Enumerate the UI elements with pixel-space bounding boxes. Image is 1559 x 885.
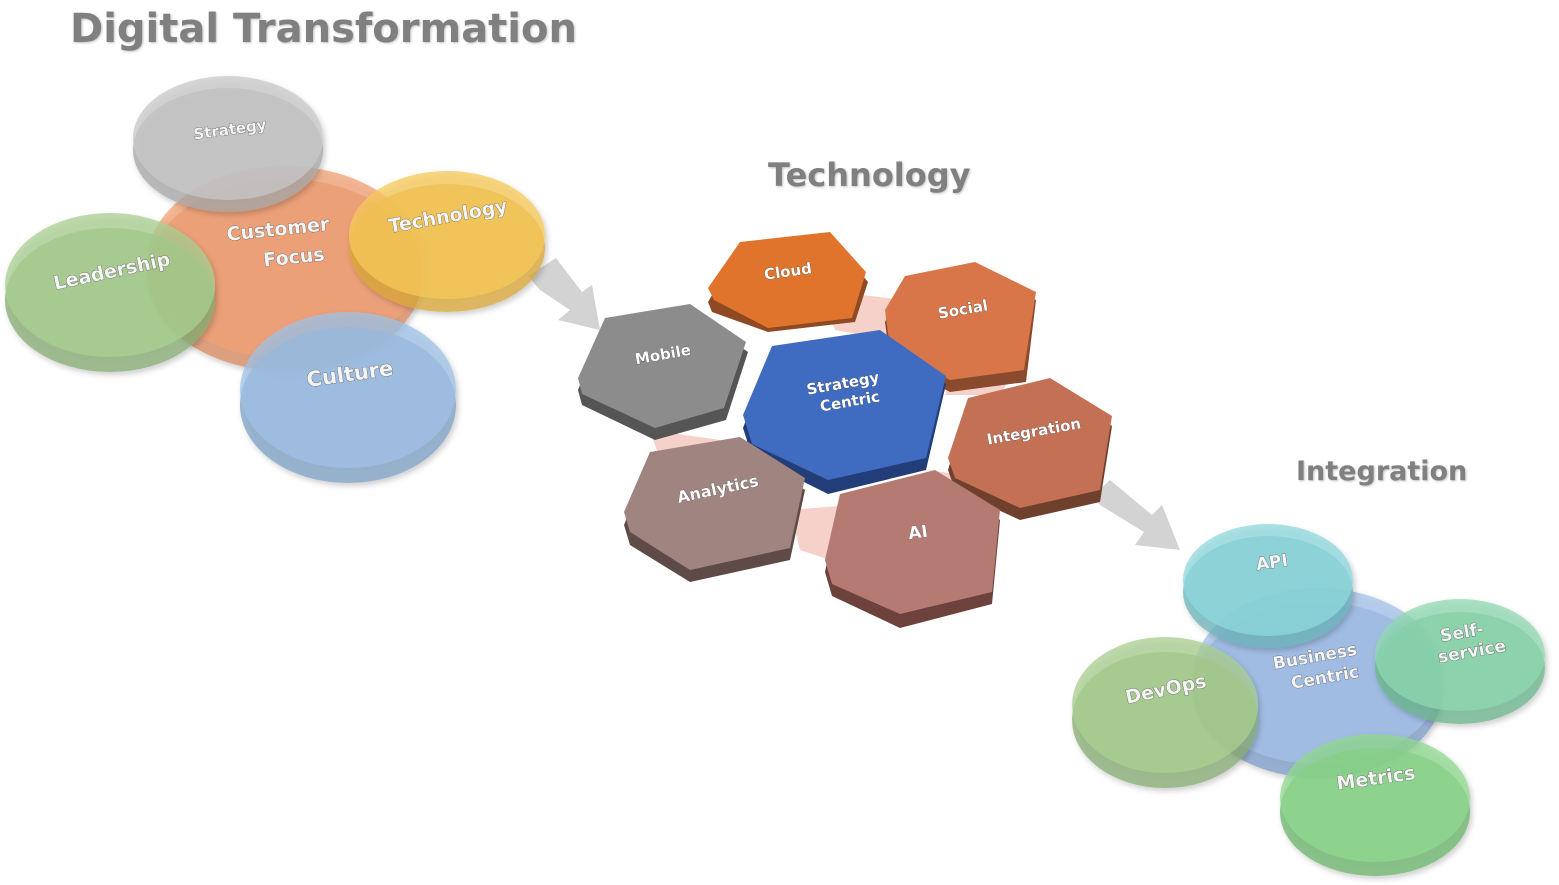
integration-title: Integration xyxy=(1296,456,1468,487)
ai-label: AI xyxy=(907,522,929,545)
integration-cluster: API Business Centric DevOps Self- servic… xyxy=(1072,524,1545,876)
self-service-disc xyxy=(1375,599,1545,724)
mobile-hex xyxy=(578,304,748,440)
main-title: Digital Transformation xyxy=(70,6,577,52)
strategy-disc xyxy=(133,76,323,212)
strategy-centric-hex xyxy=(743,330,946,494)
ai-hex xyxy=(825,470,1000,628)
arrow-to-integration xyxy=(1094,480,1180,550)
culture-disc xyxy=(240,312,456,483)
integration-hex xyxy=(948,378,1112,520)
arrow-to-technology xyxy=(528,258,600,330)
metrics-disc xyxy=(1280,734,1470,876)
analytics-hex xyxy=(624,437,805,582)
technology-title: Technology xyxy=(768,156,971,194)
technology-disc xyxy=(349,171,545,312)
api-disc xyxy=(1183,524,1353,648)
technology-cluster: Cloud Social Mobile Strategy Centric Int… xyxy=(578,232,1112,628)
cloud-hex xyxy=(708,232,868,332)
devops-disc xyxy=(1072,637,1258,788)
transformation-cluster: Strategy Customer Focus Leadership Techn… xyxy=(5,76,545,483)
leadership-disc xyxy=(5,213,215,372)
api-label: API xyxy=(1255,551,1289,575)
